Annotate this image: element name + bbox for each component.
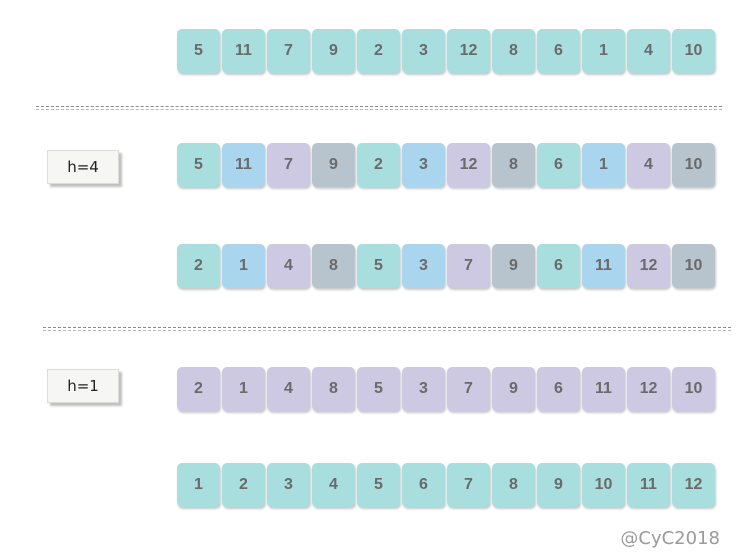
array-cell: 4	[267, 367, 310, 411]
array-cell: 10	[672, 367, 715, 411]
array-cell: 5	[177, 29, 220, 73]
array-cell: 5	[357, 463, 400, 507]
array-cell: 12	[447, 29, 490, 73]
array-cell: 2	[177, 367, 220, 411]
array-cell: 6	[537, 367, 580, 411]
array-cell: 7	[267, 29, 310, 73]
label-h1: h=1	[47, 369, 119, 403]
label-h1-text: h=1	[67, 377, 99, 395]
label-h4: h=4	[47, 150, 119, 184]
array-cell: 10	[582, 463, 625, 507]
array-cell: 1	[177, 463, 220, 507]
array-cell: 9	[492, 367, 535, 411]
array-cell: 2	[357, 143, 400, 187]
array-cell: 10	[672, 143, 715, 187]
array-cell: 11	[627, 463, 670, 507]
array-cell: 8	[492, 143, 535, 187]
array-cell: 11	[582, 244, 625, 288]
array-cell: 10	[672, 244, 715, 288]
array-cell: 7	[447, 463, 490, 507]
array-cell: 3	[402, 29, 445, 73]
array-cell: 9	[312, 143, 355, 187]
array-cell: 6	[402, 463, 445, 507]
array-cell: 7	[267, 143, 310, 187]
array-cell: 8	[312, 367, 355, 411]
array-cell: 8	[492, 463, 535, 507]
array-cell: 3	[402, 244, 445, 288]
array-cell: 12	[627, 244, 670, 288]
array-cell: 3	[267, 463, 310, 507]
divider-middle	[43, 327, 731, 331]
array-cell: 6	[537, 244, 580, 288]
array-cell: 11	[222, 143, 265, 187]
array-cell: 5	[177, 143, 220, 187]
array-cell: 4	[627, 29, 670, 73]
array-cell: 2	[357, 29, 400, 73]
array-cell: 3	[402, 143, 445, 187]
array-cell: 6	[537, 29, 580, 73]
array-cell: 7	[447, 244, 490, 288]
array-cell: 7	[447, 367, 490, 411]
array-cell: 1	[582, 29, 625, 73]
array-cell: 2	[222, 463, 265, 507]
array-cell: 4	[627, 143, 670, 187]
array-cell: 4	[267, 244, 310, 288]
array-cell: 11	[582, 367, 625, 411]
array-cell: 4	[312, 463, 355, 507]
divider-top	[36, 106, 722, 110]
array-cell: 12	[447, 143, 490, 187]
array-cell: 8	[492, 29, 535, 73]
array-cell: 11	[222, 29, 265, 73]
array-cell: 1	[582, 143, 625, 187]
array-cell: 5	[357, 244, 400, 288]
array-cell: 8	[312, 244, 355, 288]
array-cell: 2	[177, 244, 220, 288]
array-cell: 1	[222, 367, 265, 411]
array-cell: 6	[537, 143, 580, 187]
array-cell: 12	[627, 367, 670, 411]
array-cell: 5	[357, 367, 400, 411]
watermark-text: @CyC2018	[620, 528, 720, 549]
array-cell: 9	[492, 244, 535, 288]
label-h4-text: h=4	[67, 158, 99, 176]
array-cell: 12	[672, 463, 715, 507]
array-cell: 9	[312, 29, 355, 73]
array-cell: 10	[672, 29, 715, 73]
array-cell: 1	[222, 244, 265, 288]
array-cell: 3	[402, 367, 445, 411]
array-cell: 9	[537, 463, 580, 507]
